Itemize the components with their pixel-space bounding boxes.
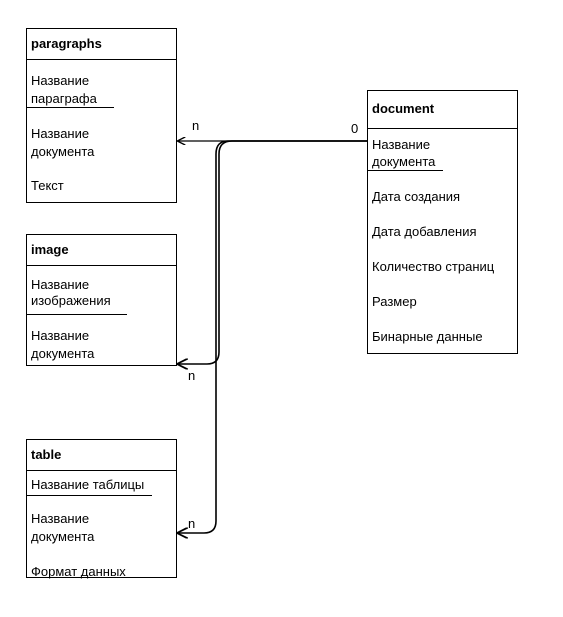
cardinality-label-table: n bbox=[188, 516, 196, 531]
entity-title: paragraphs bbox=[27, 29, 176, 60]
primary-key-underline bbox=[27, 314, 127, 315]
key-field-line-1: Название bbox=[31, 277, 90, 292]
key-field-line-2: параграфа bbox=[31, 91, 97, 106]
primary-key-underline bbox=[27, 107, 114, 108]
field-line: Название bbox=[31, 126, 90, 141]
field-line: Текст bbox=[31, 178, 64, 193]
entity-title: table bbox=[27, 440, 176, 471]
primary-key-underline bbox=[27, 495, 152, 496]
entity-paragraphs[interactable]: paragraphs Название параграфа Название д… bbox=[26, 28, 177, 203]
connector-document-image[interactable] bbox=[178, 140, 367, 364]
field-line: документа bbox=[31, 346, 95, 361]
cardinality-label-image: n bbox=[188, 368, 196, 383]
field-line: Количество страниц bbox=[372, 259, 495, 274]
key-field-line-1: Название bbox=[372, 137, 431, 152]
key-field-line-2: документа bbox=[372, 154, 436, 169]
entity-title: image bbox=[27, 235, 176, 266]
field-line: документа bbox=[31, 529, 95, 544]
field-line: Название bbox=[31, 328, 90, 343]
entity-image[interactable]: image Название изображения Название доку… bbox=[26, 234, 177, 366]
field-line: Размер bbox=[372, 294, 417, 309]
cardinality-label-paragraphs: n bbox=[192, 118, 200, 133]
key-field-line-1: Название таблицы bbox=[31, 477, 145, 492]
key-field-line-1: Название bbox=[31, 73, 90, 88]
field-line: документа bbox=[31, 144, 95, 159]
connector-document-table[interactable] bbox=[178, 140, 367, 533]
field-line: Формат данных bbox=[31, 564, 126, 579]
field-line: Название bbox=[31, 511, 90, 526]
cardinality-label-document: 0 bbox=[351, 121, 359, 136]
key-field-line-2: изображения bbox=[31, 293, 111, 308]
entity-table[interactable]: table Название таблицы Название документ… bbox=[26, 439, 177, 579]
entity-document[interactable]: document Название документа Дата создани… bbox=[367, 90, 518, 354]
field-line: Дата создания bbox=[372, 189, 461, 204]
primary-key-underline bbox=[368, 170, 443, 171]
field-line: Бинарные данные bbox=[372, 329, 483, 344]
entity-title: document bbox=[368, 91, 517, 129]
field-line: Дата добавления bbox=[372, 224, 477, 239]
